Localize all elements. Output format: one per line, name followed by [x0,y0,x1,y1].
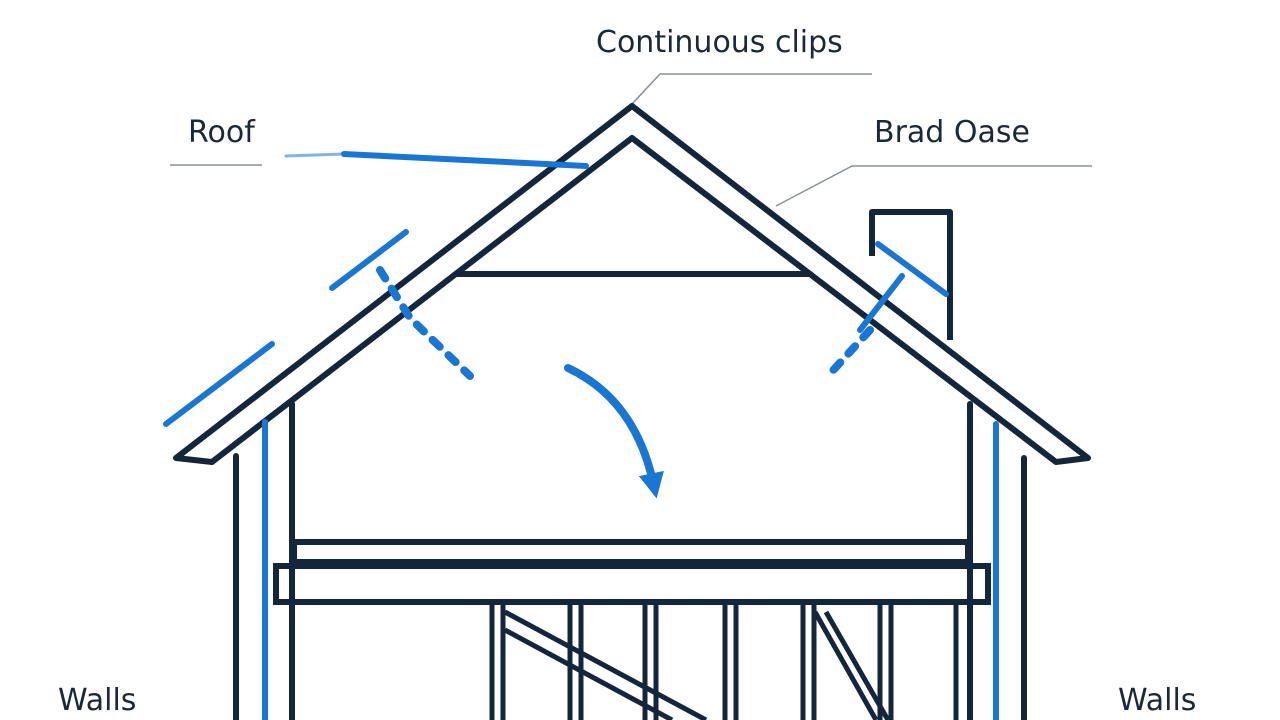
right-clip-dashes [822,326,874,382]
leader-brad-oase [775,165,1092,207]
right-rafter-clip [857,273,905,333]
clip-dash-indicators [376,266,874,382]
leader-continuous-clips [631,73,872,105]
load-direction-arrow [564,364,664,499]
blue-accents [163,151,999,720]
label-walls-left: Walls [58,683,137,718]
left-rafter-clip-upper [329,229,409,291]
lower-beam [273,563,991,605]
wall-studs [489,604,959,720]
brace-right-a [812,610,879,720]
upper-beam [291,539,971,565]
right-chimney-clip [875,241,949,297]
left-rafter-clip-lower [163,341,275,427]
label-roof: Roof [188,115,255,150]
floor-beams [273,539,991,605]
label-walls-right: Walls [1118,683,1197,718]
brace-right-b [823,610,891,720]
roof [173,103,1091,465]
label-continuous-clips: Continuous clips [596,25,843,60]
chimney [869,209,953,340]
brace-left-a [503,609,708,720]
label-brad-oase: Brad Oase [874,115,1030,150]
roof-clip-fade [284,152,346,158]
left-clip-dashes [376,266,474,380]
roof-outline [173,103,1091,465]
roof-clip-line [341,151,589,169]
brace-left-b [503,627,674,720]
leader-lines [170,73,1092,207]
